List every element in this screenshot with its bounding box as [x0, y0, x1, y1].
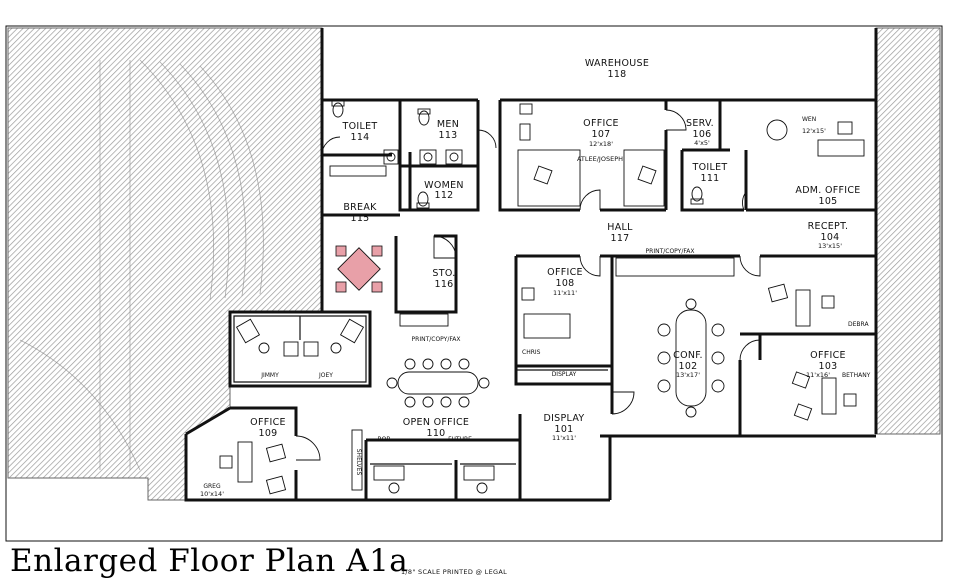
room-adm-number: 105 [818, 196, 837, 207]
room-office107-occupant: ATLEE/JOSEPH [577, 155, 623, 163]
room-break-name: BREAK [343, 202, 377, 213]
room-recept-occupant: DEBRA [848, 321, 869, 328]
shelves-label: SHELVES [355, 449, 362, 476]
room-office103-number: 103 [818, 361, 837, 372]
room-toilet114-number: 114 [350, 132, 369, 143]
room-open110-name: OPEN OFFICE [403, 417, 469, 428]
room-office107-name: OFFICE [583, 118, 619, 129]
room-adm-occupant: WEN [802, 116, 816, 123]
drawing-title: Enlarged Floor Plan A1a [10, 543, 409, 579]
room-labels: WAREHOUSE 118 TOILET 114 MEN 113 WOMEN 1… [200, 58, 871, 498]
room-warehouse-number: 118 [607, 69, 626, 80]
cubicle-jimmy-label: JIMMY [260, 372, 279, 379]
room-men-number: 113 [438, 130, 457, 141]
room-warehouse-name: WAREHOUSE [585, 58, 649, 69]
print-copy-fax-upper-label: PRINT/COPY/FAX [646, 248, 695, 255]
room-serv-number: 106 [692, 129, 711, 140]
room-display101-number: 101 [554, 424, 573, 435]
partitions [233, 315, 608, 465]
cubicle-rob-label: ROB [377, 436, 390, 443]
room-recept-size: 13'x15' [818, 242, 842, 250]
room-serv-name: SERV. [686, 118, 714, 129]
room-office108-number: 108 [555, 278, 574, 289]
scale-note: 1/8" SCALE PRINTED @ LEGAL [401, 568, 507, 576]
walls [184, 28, 878, 502]
room-conf-number: 102 [678, 361, 697, 372]
sheet-border [5, 25, 943, 542]
room-office108-name: OFFICE [547, 267, 583, 278]
room-sto-number: 116 [434, 279, 453, 290]
room-office103-occupant: BETHANY [842, 372, 871, 379]
display-counter-label: DISPLAY [552, 371, 577, 378]
room-serv-size: 4'x5' [694, 139, 710, 147]
furniture-labels: PRINT/COPY/FAX PRINT/COPY/FAX DISPLAY JI… [260, 248, 694, 475]
room-office109-number: 109 [258, 428, 277, 439]
room-display101-name: DISPLAY [543, 413, 584, 424]
room-break-number: 115 [350, 213, 369, 224]
room-office107-number: 107 [591, 129, 610, 140]
door-swings [295, 109, 761, 461]
room-adm-size: 12'x15' [802, 127, 826, 135]
furniture [219, 103, 865, 495]
room-office109-name: OFFICE [250, 417, 286, 428]
room-hall-name: HALL [607, 222, 633, 233]
room-office108-occupant: CHRIS [522, 349, 541, 356]
room-women-name: WOMEN [424, 180, 464, 191]
room-recept-number: 104 [820, 232, 839, 243]
room-conf-size: 13'x17' [676, 371, 700, 379]
room-office109-occupant: GREG [203, 483, 221, 490]
room-office109-size: 10'x14' [200, 490, 224, 498]
print-copy-fax-lower-label: PRINT/COPY/FAX [412, 336, 461, 343]
room-hall-number: 117 [610, 233, 629, 244]
room-display101-size: 11'x11' [552, 434, 576, 442]
existing-seating-arcs [19, 59, 264, 471]
room-adm-name: ADM. OFFICE [795, 185, 860, 196]
room-office108-size: 11'x11' [553, 289, 577, 297]
break-room-table [335, 245, 383, 293]
room-toilet111-name: TOILET [692, 162, 728, 173]
cubicle-joey-label: JOEY [318, 372, 333, 379]
room-conf-name: CONF. [673, 350, 703, 361]
plumbing-fixtures [329, 100, 704, 209]
room-office103-name: OFFICE [810, 350, 846, 361]
room-recept-name: RECEPT. [808, 221, 849, 232]
room-toilet111-number: 111 [700, 173, 719, 184]
room-office107-size: 12'x18' [589, 140, 613, 148]
room-women-number: 112 [434, 190, 453, 201]
room-office103-size: 11'x16' [806, 371, 830, 379]
adjacent-tenant-east [875, 27, 941, 435]
room-sto-name: STO. [432, 268, 455, 279]
cubicle-future-label: FUTURE [448, 436, 472, 443]
room-men-name: MEN [437, 119, 459, 130]
room-toilet114-name: TOILET [342, 121, 378, 132]
room-open110-number: 110 [426, 428, 445, 439]
